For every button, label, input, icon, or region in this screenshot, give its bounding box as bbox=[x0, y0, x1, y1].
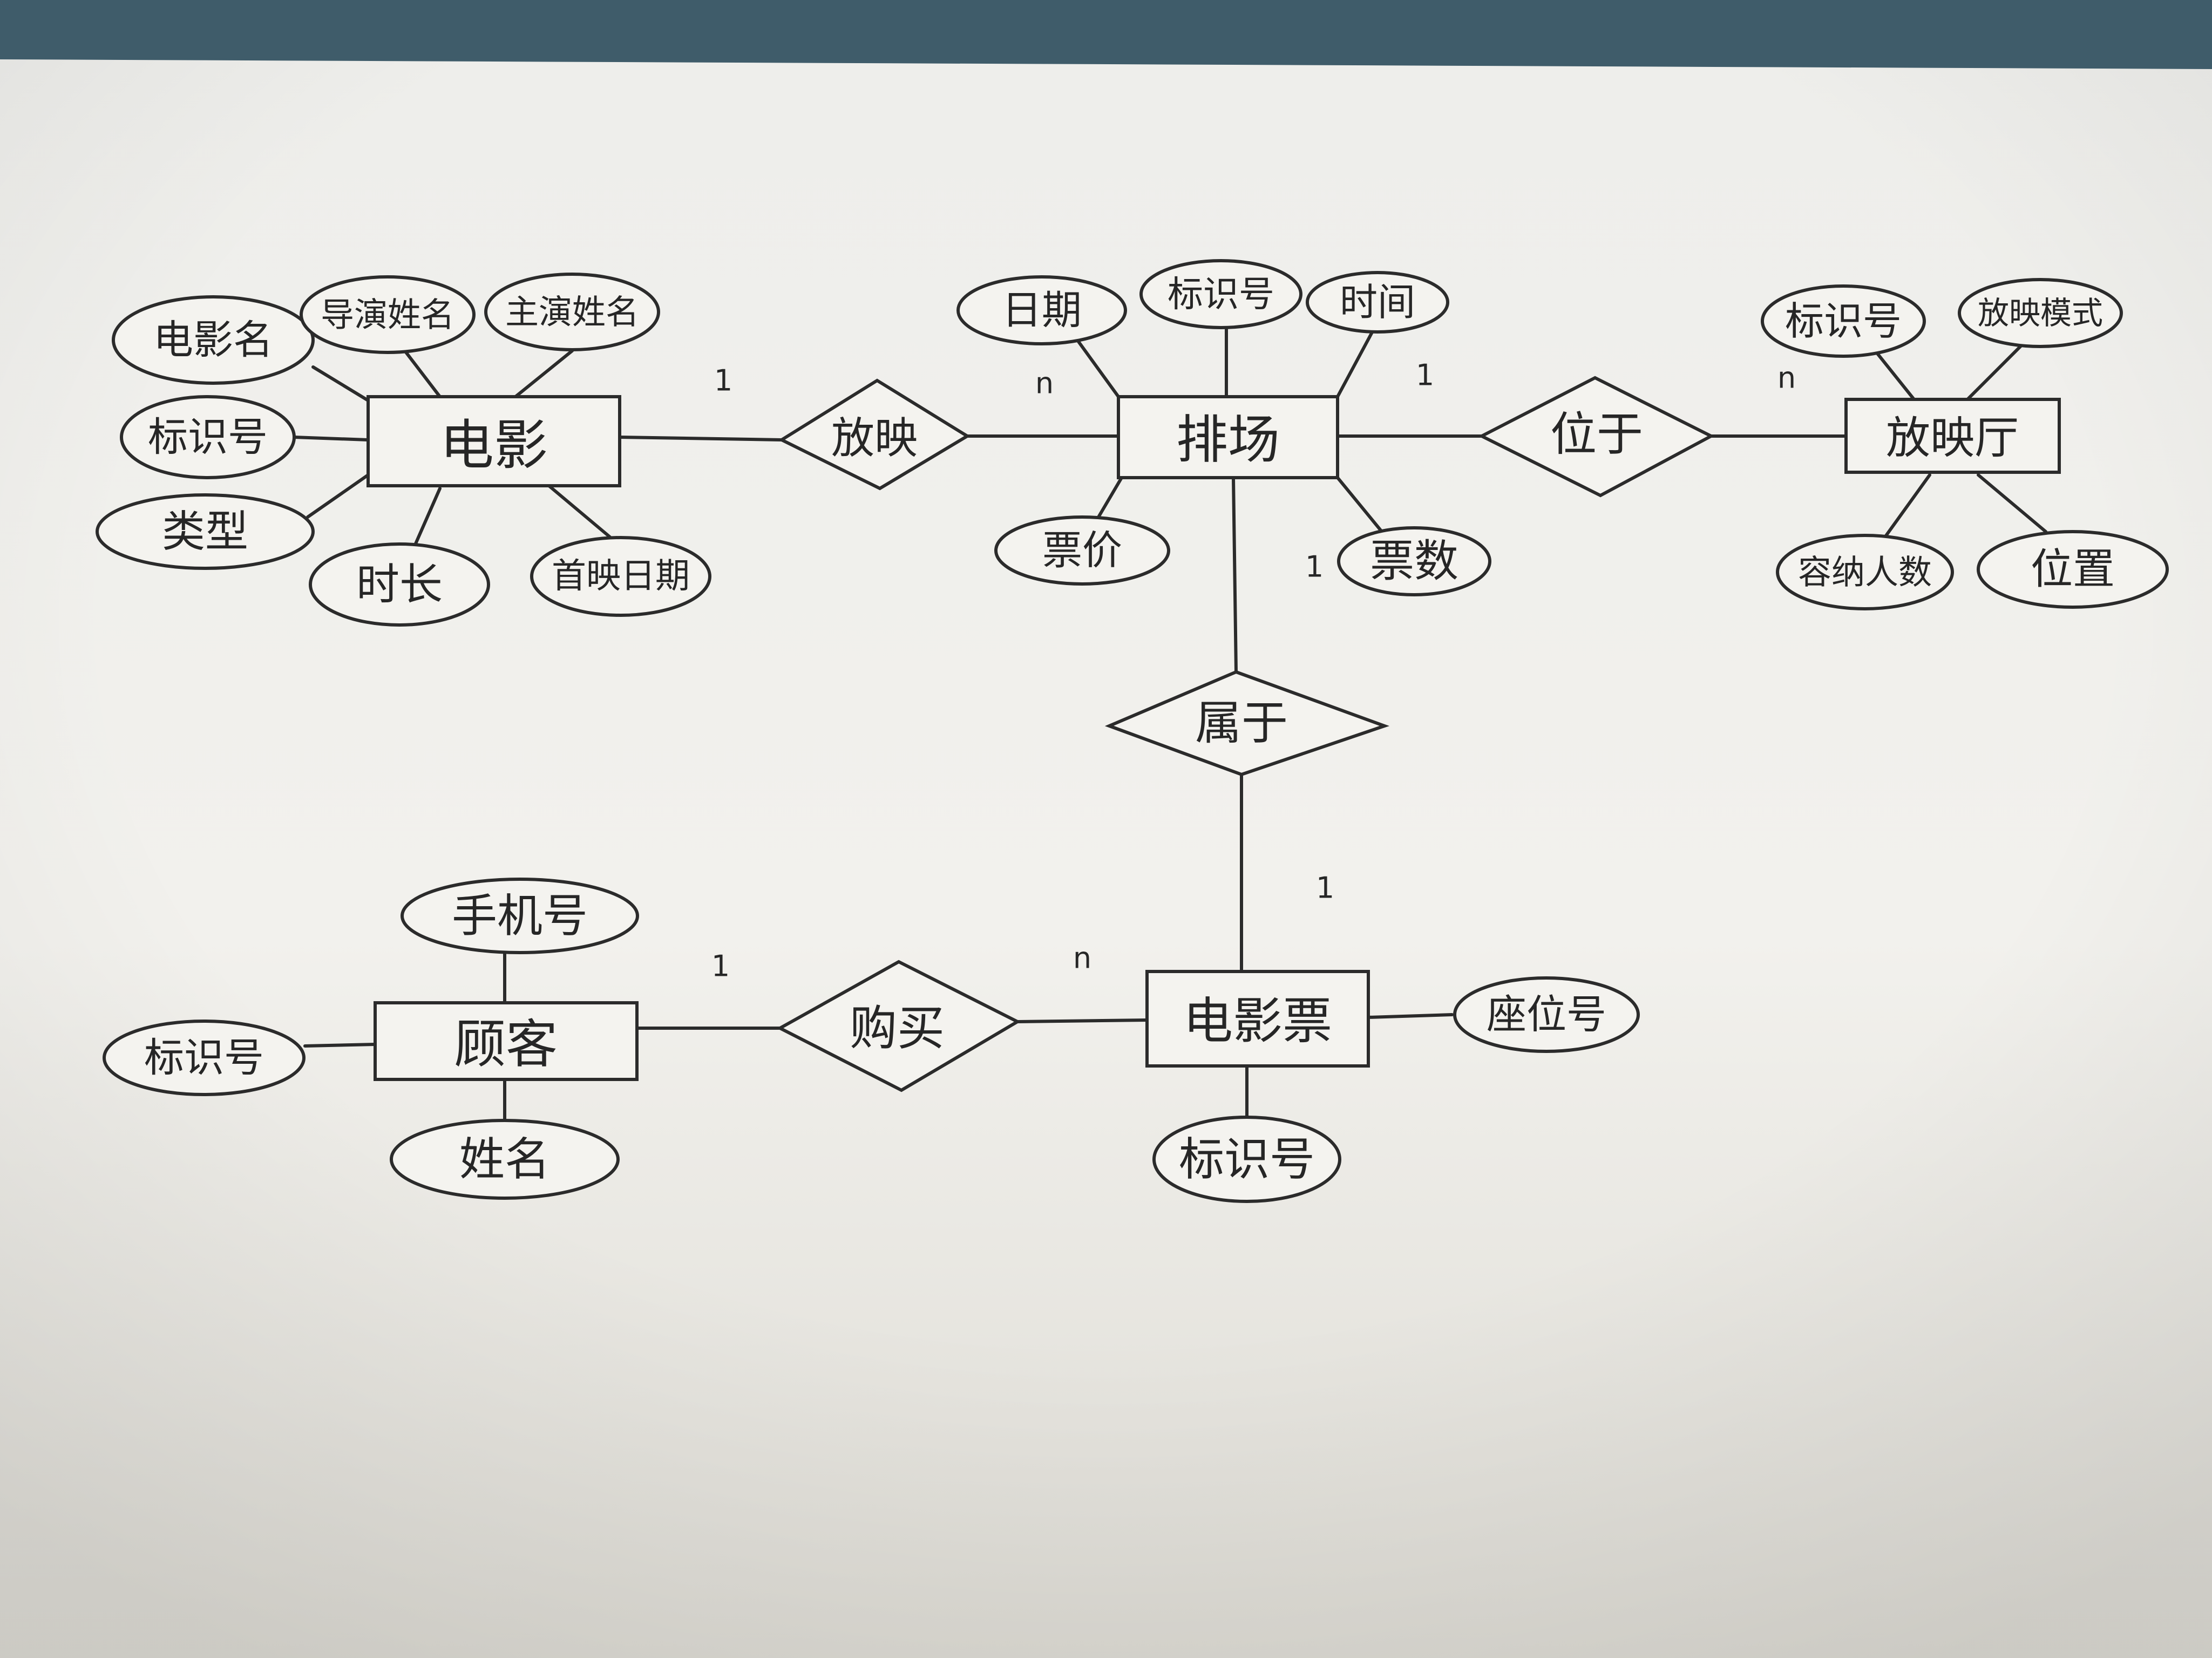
svg-text:电影: 电影 bbox=[440, 414, 548, 477]
attr-movie-premiere-date: 首映日期 bbox=[530, 536, 711, 617]
attr-movie-name: 电影名 bbox=[112, 295, 315, 385]
svg-text:标识号: 标识号 bbox=[1168, 274, 1274, 315]
svg-text:标识号: 标识号 bbox=[1785, 298, 1902, 344]
attr-movie-director: 导演姓名 bbox=[300, 275, 476, 354]
attr-ticket-seat: 座位号 bbox=[1453, 976, 1640, 1053]
svg-text:日期: 日期 bbox=[1002, 287, 1082, 334]
entity-hall: 放映厅 bbox=[1844, 398, 2061, 474]
attr-customer-name: 姓名 bbox=[390, 1119, 620, 1200]
card-located-hall: n bbox=[1777, 361, 1796, 395]
svg-text:属于: 属于 bbox=[1195, 696, 1288, 750]
entity-ticket: 电影票 bbox=[1145, 970, 1370, 1068]
relationship-belongs: 属于 bbox=[1104, 670, 1390, 777]
svg-text:票价: 票价 bbox=[1042, 527, 1122, 574]
svg-text:主演姓名: 主演姓名 bbox=[505, 293, 639, 332]
attr-hall-location: 位置 bbox=[1977, 530, 2169, 609]
svg-text:电影票: 电影票 bbox=[1183, 993, 1332, 1050]
attr-customer-phone: 手机号 bbox=[401, 878, 639, 954]
attr-hall-capacity: 容纳人数 bbox=[1776, 534, 1954, 610]
card-schedule-belongs: 1 bbox=[1305, 550, 1324, 584]
svg-text:时间: 时间 bbox=[1340, 280, 1415, 324]
svg-text:座位号: 座位号 bbox=[1487, 991, 1606, 1038]
card-customer-buy: 1 bbox=[711, 949, 730, 983]
svg-text:容纳人数: 容纳人数 bbox=[1798, 553, 1932, 592]
attr-schedule-date: 日期 bbox=[956, 275, 1127, 345]
attr-hall-projection-mode: 放映模式 bbox=[1958, 278, 2123, 348]
svg-text:时长: 时长 bbox=[356, 560, 443, 610]
svg-text:标识号: 标识号 bbox=[148, 414, 268, 460]
svg-text:放映厅: 放映厅 bbox=[1886, 413, 2019, 464]
attr-schedule-time: 时间 bbox=[1306, 271, 1449, 334]
svg-text:放映模式: 放映模式 bbox=[1978, 295, 2103, 331]
svg-text:首映日期: 首映日期 bbox=[552, 556, 690, 596]
attr-schedule-price: 票价 bbox=[994, 515, 1170, 586]
attr-movie-id: 标识号 bbox=[120, 395, 296, 479]
relationship-buy: 购买 bbox=[776, 960, 1021, 1092]
cardinality-labels: 1 n 1 n 1 1 1 n bbox=[711, 358, 1796, 983]
card-buy-ticket: n bbox=[1073, 941, 1091, 975]
entity-movie: 电影 bbox=[367, 395, 621, 487]
svg-text:顾客: 顾客 bbox=[454, 1014, 558, 1075]
attr-schedule-id: 标识号 bbox=[1139, 259, 1302, 329]
svg-text:手机号: 手机号 bbox=[452, 889, 588, 942]
attr-customer-id: 标识号 bbox=[103, 1020, 306, 1096]
card-screen-schedule: n bbox=[1035, 366, 1054, 400]
svg-text:位置: 位置 bbox=[2031, 545, 2115, 594]
svg-text:购买: 购买 bbox=[850, 1001, 945, 1056]
svg-text:电影名: 电影名 bbox=[153, 317, 273, 363]
card-belongs-ticket: 1 bbox=[1316, 871, 1334, 905]
attr-ticket-id: 标识号 bbox=[1152, 1116, 1341, 1203]
svg-text:标识号: 标识号 bbox=[1179, 1133, 1315, 1186]
attr-movie-genre: 类型 bbox=[96, 493, 315, 570]
card-schedule-located: 1 bbox=[1416, 358, 1434, 392]
svg-text:导演姓名: 导演姓名 bbox=[321, 295, 454, 335]
attr-schedule-ticket-count: 票数 bbox=[1337, 526, 1491, 596]
connector-lines bbox=[293, 322, 2047, 1124]
card-movie-screen: 1 bbox=[714, 364, 732, 398]
svg-text:排场: 排场 bbox=[1176, 410, 1280, 470]
entity-schedule: 排场 bbox=[1117, 395, 1339, 479]
attr-movie-duration: 时长 bbox=[309, 542, 490, 627]
svg-text:放映: 放映 bbox=[831, 413, 918, 464]
svg-text:票数: 票数 bbox=[1370, 536, 1458, 587]
attr-movie-lead-actor: 主演姓名 bbox=[484, 273, 660, 351]
svg-text:标识号: 标识号 bbox=[144, 1035, 264, 1081]
relationship-located: 位于 bbox=[1478, 376, 1715, 498]
relationship-screen: 放映 bbox=[778, 378, 971, 491]
attr-hall-id: 标识号 bbox=[1761, 284, 1926, 358]
svg-text:类型: 类型 bbox=[162, 507, 248, 557]
svg-text:姓名: 姓名 bbox=[459, 1133, 550, 1186]
svg-text:位于: 位于 bbox=[1550, 407, 1643, 461]
entity-customer: 顾客 bbox=[374, 1001, 639, 1081]
